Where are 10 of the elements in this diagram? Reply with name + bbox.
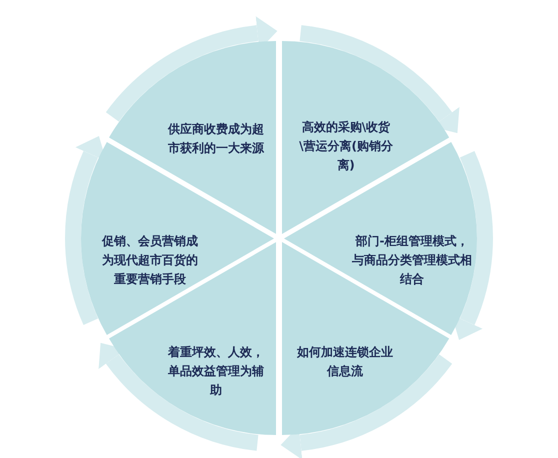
curved-arrow [280, 354, 452, 458]
wedge-text: 着重坪效、人效，单品效益管理为辅助 [166, 344, 265, 399]
curved-arrow [106, 16, 278, 122]
wedge-text: 部门-柜组管理模式，与商品分类管理模式相结合 [351, 233, 473, 288]
wedge-text: 促销、会员营销成为现代超市百货的重要营销手段 [100, 233, 199, 288]
curved-arrow [99, 344, 259, 451]
curved-arrow [299, 25, 459, 132]
wedge-text: 供应商收费成为超市获利的一大来源 [166, 120, 265, 157]
wedge-text: 高效的采购\收货\营运分离(购销分离) [298, 118, 394, 174]
wedge-text: 如何加速连锁企业信息流 [296, 344, 394, 380]
